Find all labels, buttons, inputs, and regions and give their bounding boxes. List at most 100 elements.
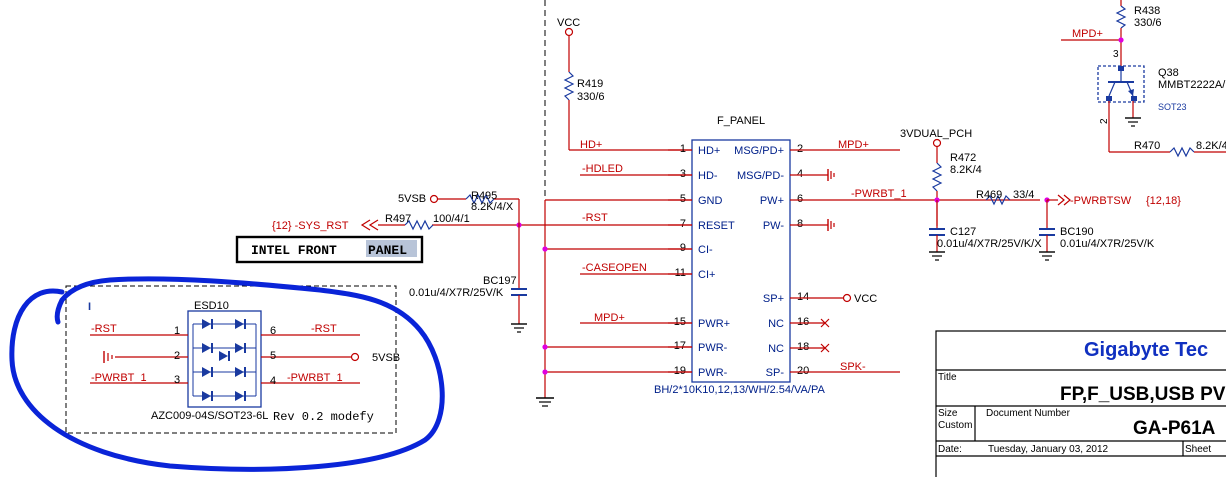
- left-pin-number: 1: [680, 143, 686, 155]
- r470-ref: R470: [1134, 140, 1160, 152]
- size-label: Size: [938, 408, 958, 419]
- r472-resistor: [931, 162, 943, 192]
- q38-part: MMBT2222A/: [1158, 79, 1226, 91]
- r419-ref: R419: [577, 78, 603, 90]
- vcc-label: VCC: [557, 17, 580, 29]
- left-pin-name: PWR-: [698, 367, 728, 379]
- r438-resistor: [1115, 5, 1127, 29]
- connector-right-wires: MPD+ -PWRBT_1 VCC SPK-: [790, 139, 1040, 373]
- reset-network: 5VSB R495 8.2K/4/X R497 100/4/1 {12} -SY…: [272, 190, 527, 333]
- right-pin-name: NC: [768, 318, 784, 330]
- r472-ref: R472: [950, 152, 976, 164]
- pin20-net: SPK-: [840, 361, 866, 373]
- connector-left-wires: -HDLED HD+ -CASEOPEN MPD+ -RST: [432, 139, 692, 407]
- esd-diodes: [202, 319, 246, 401]
- esd-net-rst-left: -RST: [91, 323, 117, 335]
- company-name: Gigabyte Tec: [1084, 339, 1208, 361]
- r495-ref: R495: [471, 190, 497, 202]
- sheet-label: Sheet: [1185, 444, 1211, 455]
- left-pin-name: PWR+: [698, 318, 730, 330]
- esd-diode-array: [192, 323, 257, 397]
- left-pin-name: RESET: [698, 220, 735, 232]
- esd-net-pwrbt-right: -PWRBT_1: [287, 372, 343, 384]
- left-pin-number: 9: [680, 242, 686, 254]
- r495-resistor: [465, 193, 495, 205]
- vcc-terminal-pin14: [842, 293, 852, 303]
- vcc-terminal: [564, 27, 574, 37]
- sys-rst-label: {12} -SYS_RST: [272, 220, 349, 232]
- esd-rev-note: Rev 0.2 modefy: [273, 410, 374, 424]
- right-pin-number: 14: [797, 291, 809, 303]
- esd-vsb-terminal: [350, 352, 360, 362]
- nc-mark-18: [820, 343, 830, 353]
- left-pin-number: 7: [680, 218, 686, 230]
- left-pin-name: PWR-: [698, 342, 728, 354]
- intel-panel-text-a: INTEL FRONT: [251, 243, 337, 258]
- esd-vsb-label: 5VSB: [372, 352, 400, 364]
- esd-pin5: 5: [270, 350, 276, 362]
- esd-ref: ESD10: [194, 300, 229, 312]
- left-pin-number: 5: [680, 193, 686, 205]
- bc197-ref: BC197: [483, 275, 517, 287]
- pin3-net: -HDLED: [582, 163, 623, 175]
- f-panel-body: [691, 139, 791, 383]
- right-pin-number: 20: [797, 365, 809, 377]
- document-number: GA-P61A: [1133, 418, 1216, 439]
- f-panel-part: BH/2*10K10,12,13/WH/2.54/VA/PA: [654, 384, 825, 396]
- q38-pin3: 3: [1113, 49, 1119, 60]
- nc-mark-16: [820, 318, 830, 328]
- junction-pin9: [542, 246, 548, 252]
- r472-value: 8.2K/4: [950, 164, 982, 176]
- annotation-ellipse: [9, 276, 445, 472]
- r497-ref: R497: [385, 213, 411, 225]
- mpd-label: MPD+: [1072, 28, 1103, 40]
- vcc-r419-group: VCC R419 330/6: [557, 17, 692, 151]
- right-pin-name: SP-: [766, 367, 785, 379]
- q38-transistor-group: R438 330/6 MPD+ 3 R470 8.2K/4 2 Q38 MMBT…: [1061, 0, 1226, 158]
- right-pin-name: MSG/PD+: [734, 145, 784, 157]
- q38-package-label: SOT23: [1158, 102, 1187, 112]
- title-block: Gigabyte Tec Title FP,F_USB,USB PV Size …: [935, 330, 1226, 477]
- left-pin-name: HD+: [698, 145, 720, 157]
- r419-value: 330/6: [577, 91, 605, 103]
- right-pin-name: MSG/PD-: [737, 170, 784, 182]
- esd-pin6: 6: [270, 325, 276, 337]
- sys-rst-offpage-arrow: [360, 219, 379, 231]
- r470-resistor: [1169, 146, 1195, 158]
- junction-pin19: [542, 369, 548, 375]
- r469-ref: R469: [976, 189, 1002, 201]
- pwrbtsw-label: -PWRBTSW: [1070, 195, 1132, 207]
- right-pin-number: 2: [797, 143, 803, 155]
- esd-part: AZC009-04S/SOT23-6L: [151, 410, 268, 422]
- date-value: Tuesday, January 03, 2012: [988, 444, 1109, 455]
- right-pin-number: 16: [797, 316, 809, 328]
- esd-pin3: 3: [174, 374, 180, 386]
- right-pin-name: SP+: [763, 293, 784, 305]
- left-pin-number: 15: [674, 316, 686, 328]
- pin6-net: -PWRBT_1: [851, 188, 907, 200]
- right-pin-number: 18: [797, 341, 809, 353]
- pin1-net: HD+: [580, 139, 602, 151]
- left-pin-number: 19: [674, 365, 686, 377]
- right-pin-name: PW+: [760, 195, 784, 207]
- sheet-title: FP,F_USB,USB PV: [1060, 384, 1226, 405]
- c127-value: 0.01u/4/X7R/25V/K/X: [937, 238, 1042, 250]
- r469-value: 33/4: [1013, 189, 1034, 201]
- esd10-section: I ESD10: [65, 285, 400, 434]
- r419-resistor: [563, 71, 575, 101]
- r497-resistor: [404, 219, 434, 231]
- vsb-terminal: [429, 194, 439, 204]
- esd-net-rst-right: -RST: [311, 323, 337, 335]
- junction-pin17: [542, 344, 548, 350]
- pin11-net: -CASEOPEN: [582, 262, 647, 274]
- vdual-terminal: [932, 138, 942, 148]
- right-pin-number: 8: [797, 218, 803, 230]
- r470-value: 8.2K/4: [1196, 140, 1226, 152]
- esd-marker: I: [88, 301, 91, 313]
- intel-front-panel-box: INTEL FRONT PANEL: [235, 235, 424, 264]
- panel-highlight: [366, 240, 417, 257]
- date-label: Date:: [938, 444, 962, 455]
- left-pin-name: GND: [698, 195, 723, 207]
